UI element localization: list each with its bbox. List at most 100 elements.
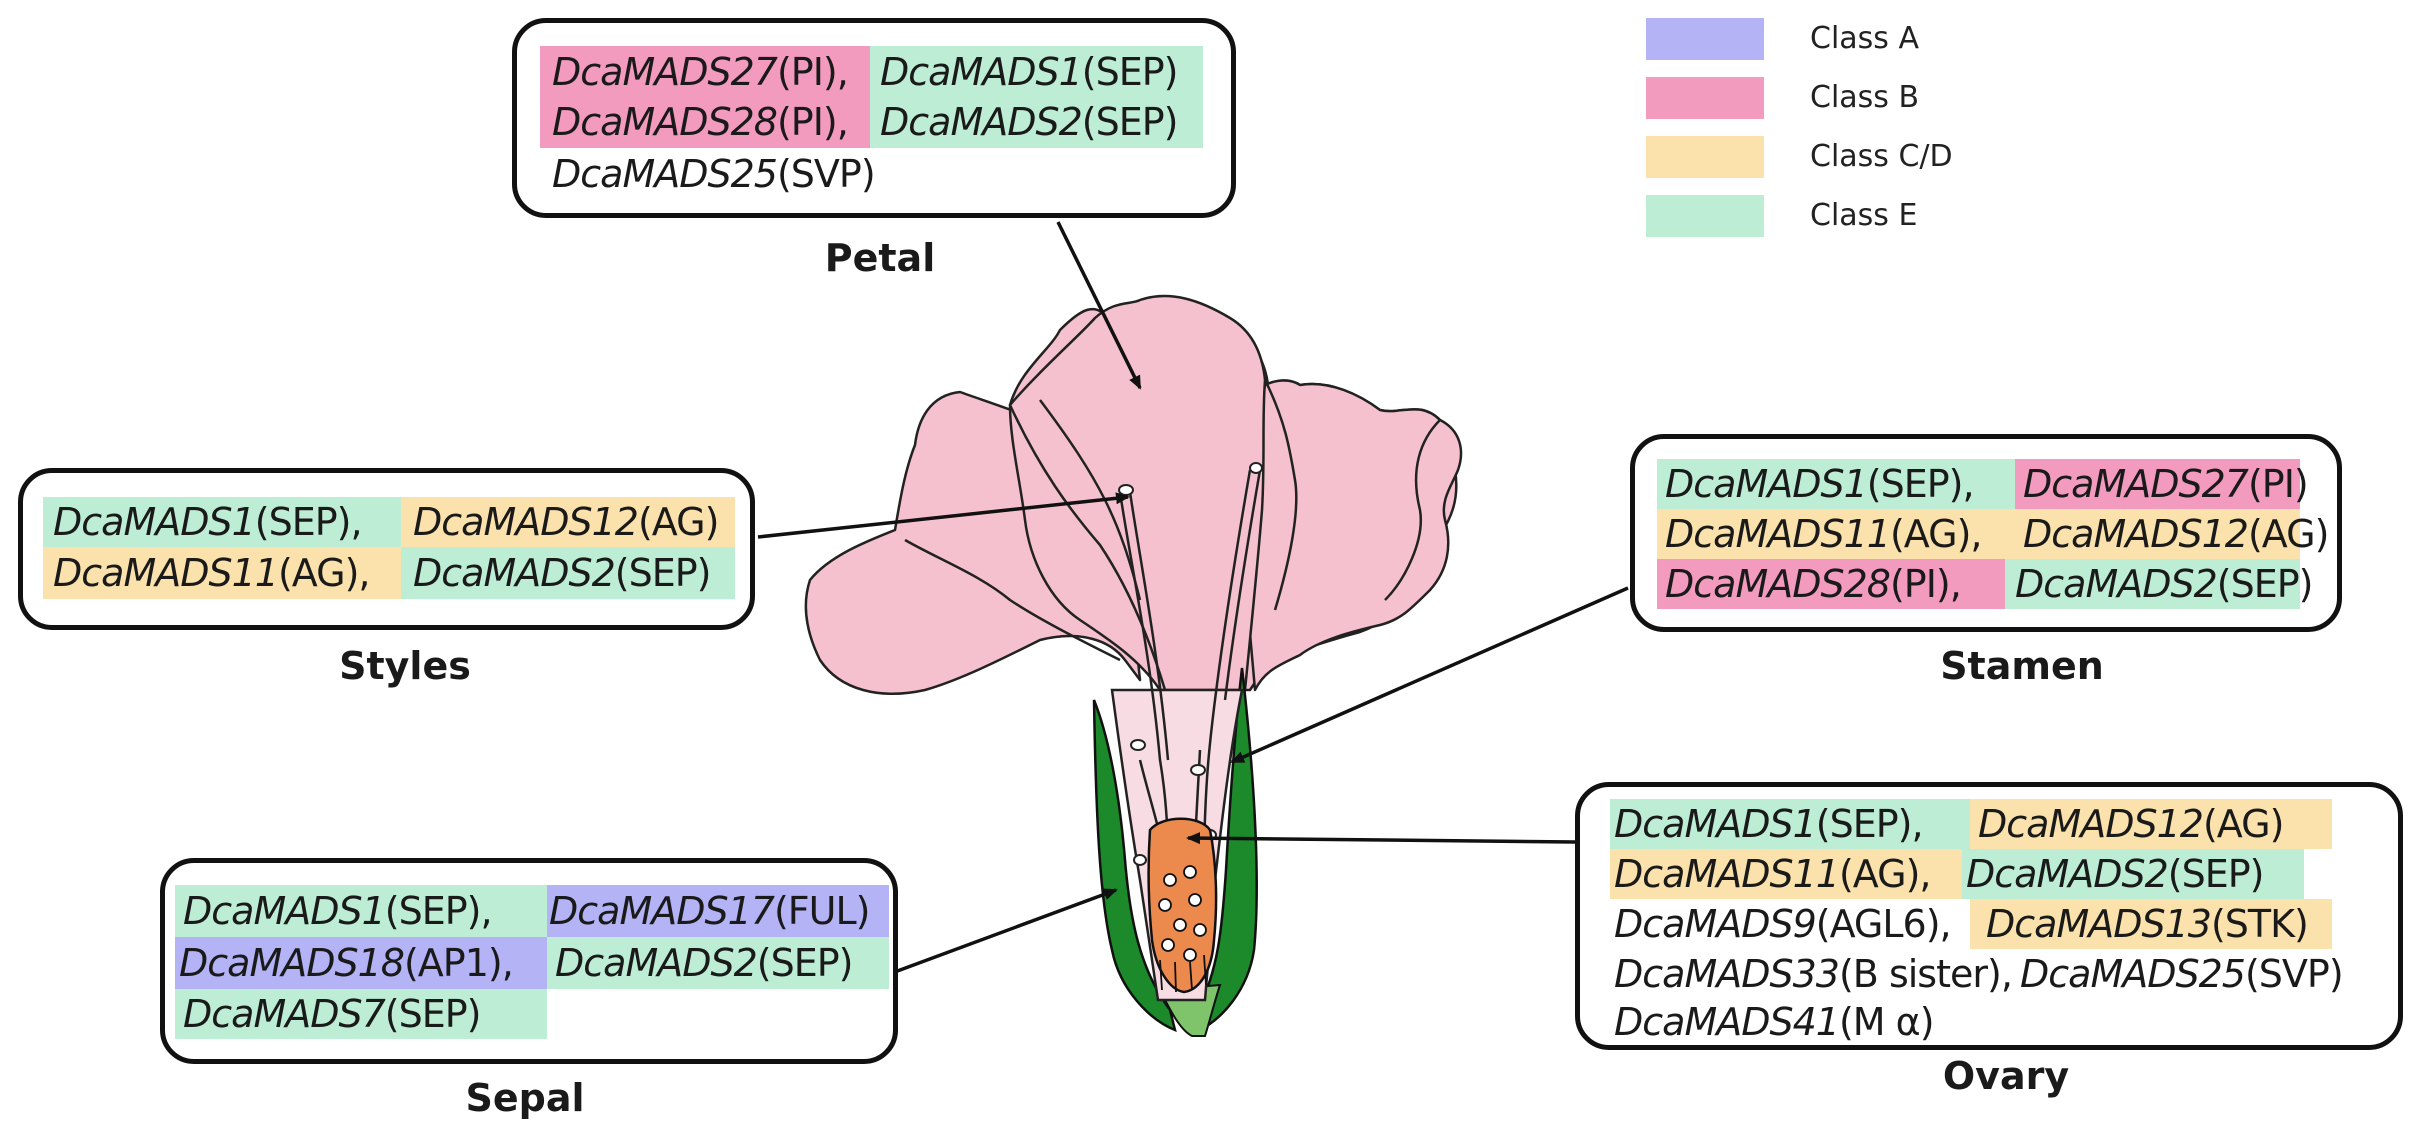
- gene-name: DcaMADS13: [1986, 902, 2212, 946]
- gene-entry: DcaMADS9(AGL6),: [1614, 898, 1952, 950]
- gene-class: (SEP),: [1815, 802, 1924, 846]
- gene-class: (SEP): [1081, 50, 1179, 94]
- gene-class: (AG),: [277, 551, 371, 595]
- class-e-highlight: [43, 497, 401, 547]
- organ-label-petal: Petal: [824, 236, 936, 280]
- gene-name: DcaMADS25: [552, 152, 778, 196]
- class-cd-highlight: [401, 497, 735, 547]
- petal-right: [1238, 379, 1463, 692]
- gene-name: DcaMADS1: [53, 500, 256, 544]
- gene-class: (B sister),: [1838, 952, 2013, 996]
- class-cd-highlight: [1610, 849, 1962, 899]
- gene-name: DcaMADS27: [2023, 462, 2249, 506]
- gene-name: DcaMADS1: [880, 50, 1083, 94]
- gene-name: DcaMADS11: [53, 551, 279, 595]
- gene-entry: DcaMADS25(SVP): [552, 148, 876, 200]
- gene-class: (PI),: [776, 50, 849, 94]
- class-e-highlight: [2005, 559, 2300, 609]
- gene-entry: DcaMADS33(B sister),: [1614, 948, 2013, 1000]
- class-b-highlight: [1657, 559, 2005, 609]
- gene-class: (SEP),: [384, 889, 493, 933]
- arrow-sepal: [891, 888, 1118, 975]
- class-e-highlight: [175, 885, 547, 937]
- class-b-highlight: [540, 46, 870, 148]
- gene-entry: DcaMADS1(SEP),: [53, 496, 363, 548]
- gene-name: DcaMADS2: [880, 100, 1083, 144]
- class-e-swatch: [1646, 195, 1764, 237]
- gene-class: (SEP),: [1866, 462, 1975, 506]
- gene-name: DcaMADS18: [179, 941, 405, 985]
- class-a-highlight: [547, 885, 889, 937]
- gene-class: (AG): [637, 500, 719, 544]
- arrow-styles: [757, 492, 1130, 539]
- gene-class: (PI): [2247, 462, 2309, 506]
- gene-name: DcaMADS7: [183, 992, 386, 1036]
- legend-label: Class E: [1810, 198, 1918, 233]
- organ-label-sepal: Sepal: [465, 1076, 585, 1120]
- gene-name: DcaMADS17: [549, 889, 775, 933]
- styles-box: DcaMADS1(SEP), DcaMADS12(AG) DcaMADS11(A…: [18, 468, 755, 630]
- organ-label-ovary: Ovary: [1942, 1054, 2070, 1098]
- arrows: [757, 221, 1629, 975]
- gene-class: (SVP): [776, 152, 876, 196]
- petal-center: [1008, 294, 1267, 692]
- gene-entry: DcaMADS17(FUL): [549, 885, 870, 937]
- gene-entry: DcaMADS12(AG): [413, 496, 719, 548]
- gene-name: DcaMADS12: [1978, 802, 2204, 846]
- arrow-petal: [1056, 221, 1142, 390]
- class-e-highlight: [1657, 459, 2037, 509]
- gene-entry: DcaMADS28(PI),: [552, 96, 849, 148]
- gene-class: (AP1),: [403, 941, 514, 985]
- arrow-ovary: [1186, 832, 1576, 845]
- class-cd-highlight: [1657, 509, 2300, 559]
- gene-entry: DcaMADS1(SEP): [880, 46, 1179, 98]
- gene-entry: DcaMADS2(SEP): [880, 96, 1178, 148]
- gene-class: (SEP): [756, 941, 854, 985]
- organ-label-styles: Styles: [339, 644, 471, 688]
- gene-name: DcaMADS2: [413, 551, 616, 595]
- gene-class: (AGL6),: [1815, 902, 1952, 946]
- gene-class: (SEP): [2216, 562, 2314, 606]
- gene-name: DcaMADS33: [1614, 952, 1840, 996]
- gene-class: (AG),: [1889, 512, 1983, 556]
- ovary: [1147, 817, 1218, 994]
- gene-entry: DcaMADS1(SEP),: [1614, 798, 1924, 850]
- gene-class: (SEP),: [254, 500, 363, 544]
- gene-name: DcaMADS12: [413, 500, 639, 544]
- gene-entry: DcaMADS2(SEP): [413, 547, 711, 599]
- class-cd-highlight: [43, 547, 401, 599]
- class-e-highlight: [1610, 799, 2000, 849]
- gene-name: DcaMADS2: [555, 941, 758, 985]
- gene-entry: DcaMADS2(SEP): [555, 937, 854, 989]
- class-cd-highlight: [1970, 899, 2332, 949]
- class-e-highlight: [870, 46, 1203, 148]
- petals: [804, 294, 1463, 695]
- gene-name: DcaMADS2: [1966, 852, 2169, 896]
- gene-name: DcaMADS11: [1614, 852, 1840, 896]
- gene-entry: DcaMADS12(AG): [1978, 798, 2284, 850]
- gene-name: DcaMADS41: [1614, 1000, 1840, 1044]
- organ-label-stamen: Stamen: [1940, 644, 2104, 688]
- gene-name: DcaMADS27: [552, 50, 778, 94]
- class-b-swatch: [1646, 77, 1764, 119]
- gene-name: DcaMADS28: [1665, 562, 1891, 606]
- gene-entry: DcaMADS41(M α): [1614, 996, 1935, 1048]
- class-cd-highlight: [1970, 799, 2332, 849]
- gene-entry: DcaMADS18(AP1),: [179, 937, 514, 989]
- gene-entry: DcaMADS1(SEP),: [183, 885, 493, 937]
- gene-entry: DcaMADS2(SEP): [1966, 848, 2265, 900]
- gene-class: (SEP): [2167, 852, 2265, 896]
- gene-entry: DcaMADS1(SEP),: [1665, 458, 1975, 510]
- class-b-highlight: [2015, 459, 2300, 509]
- gene-class: (M α): [1838, 1000, 1935, 1044]
- gene-class: (PI),: [1889, 562, 1962, 606]
- gene-name: DcaMADS1: [1665, 462, 1868, 506]
- gene-class: (FUL): [773, 889, 870, 933]
- gene-name: DcaMADS25: [2020, 952, 2246, 996]
- gene-entry: DcaMADS11(AG),: [1614, 848, 1931, 900]
- gene-name: DcaMADS9: [1614, 902, 1817, 946]
- class-a-swatch: [1646, 18, 1764, 60]
- gene-class: (SEP): [384, 992, 482, 1036]
- gene-entry: DcaMADS28(PI),: [1665, 558, 1962, 610]
